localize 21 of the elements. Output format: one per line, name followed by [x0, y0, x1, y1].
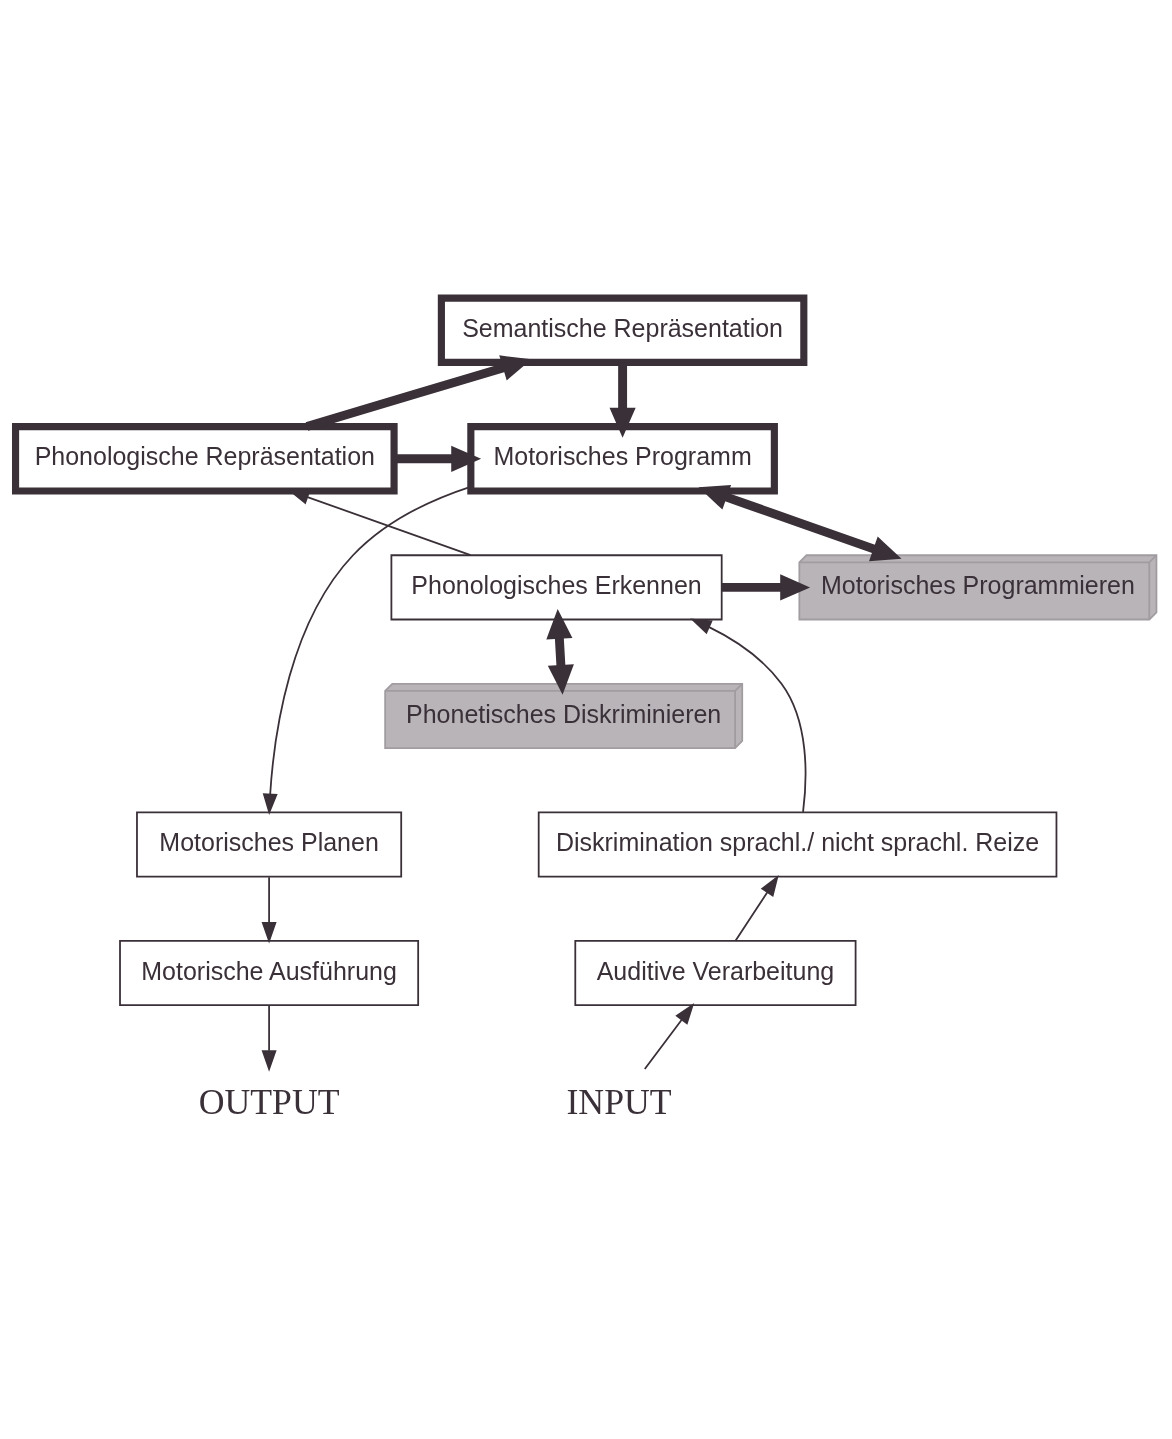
node-box: Motorische Ausführung — [119, 940, 420, 1007]
node-box: Diskrimination sprachl./ nicht sprachl. Reize — [537, 811, 1058, 878]
node-box: Motorisches Programm — [467, 423, 778, 495]
arrow — [394, 445, 482, 472]
arrow — [305, 355, 532, 431]
arrow — [261, 876, 277, 944]
node-text: INPUT — [566, 1082, 672, 1123]
node-box: Phonologische Repräsentation — [12, 423, 398, 495]
node-box: Semantische Repräsentation — [437, 294, 808, 366]
arrow — [643, 1003, 695, 1070]
arrow — [690, 618, 807, 813]
arrow — [698, 484, 902, 562]
arrow — [734, 874, 779, 942]
arrow — [262, 485, 472, 815]
arrow — [546, 608, 574, 695]
node-box: Auditive Verarbeitung — [574, 940, 857, 1007]
arrow — [261, 1004, 277, 1072]
arrow — [721, 574, 811, 601]
node-text: OUTPUT — [198, 1082, 340, 1123]
node-box: Motorisches Planen — [136, 811, 403, 878]
node-box: Phonologisches Erkennen — [390, 554, 723, 621]
